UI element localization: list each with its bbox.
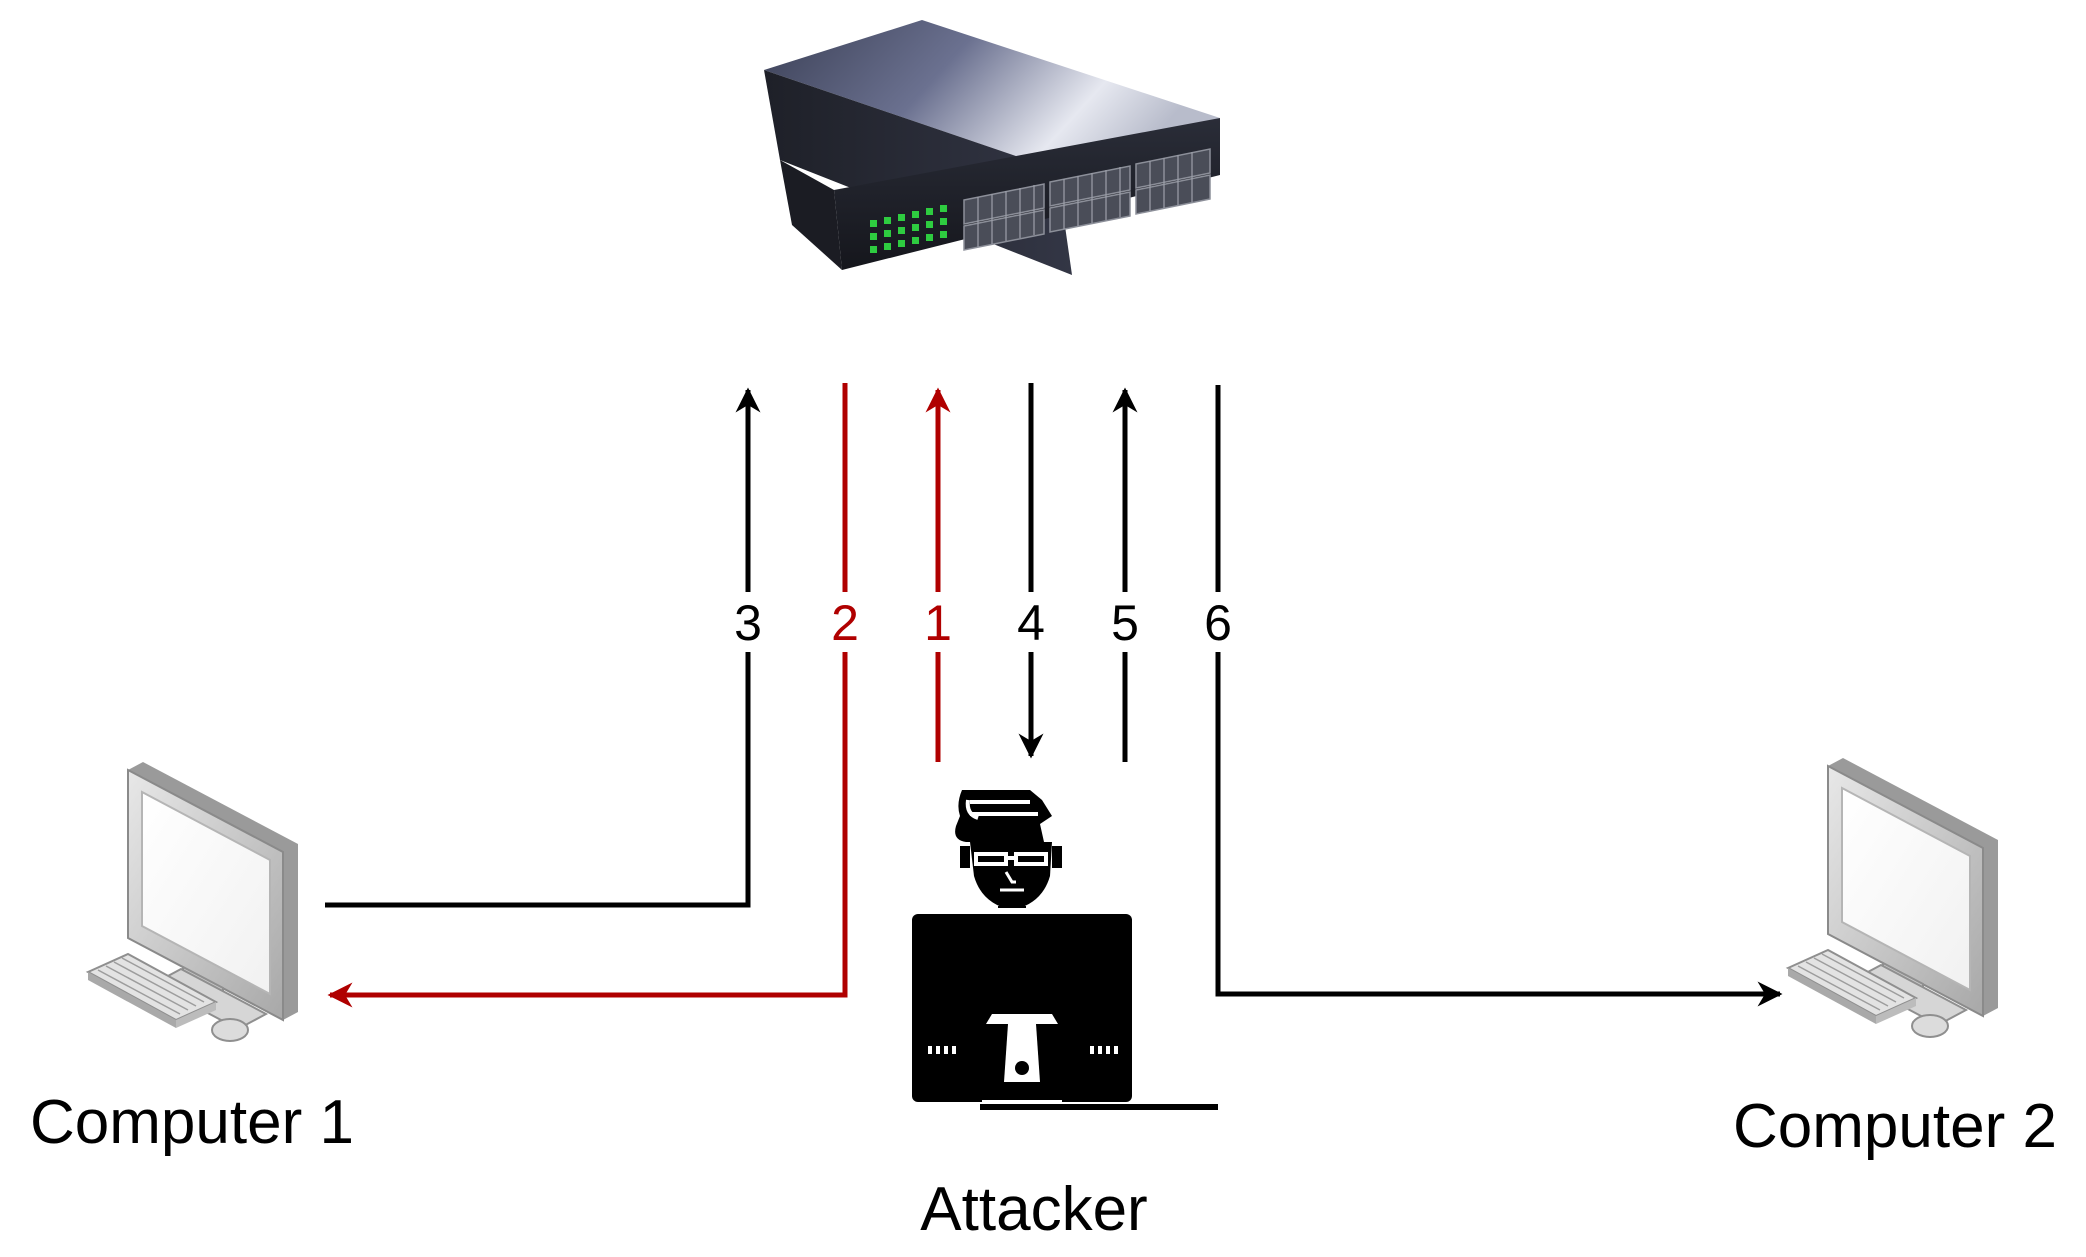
edge-1-label: 1 — [924, 595, 952, 651]
attacker-icon — [912, 790, 1218, 1110]
attacker-label: Attacker — [920, 1175, 1147, 1244]
network-switch-icon — [764, 20, 1220, 275]
edge-6-line — [1215, 385, 1783, 1007]
edge-3-label: 3 — [734, 595, 762, 651]
edge-2-label: 2 — [831, 595, 859, 651]
edge-4-label: 4 — [1017, 595, 1045, 651]
edge-6-label: 6 — [1204, 595, 1232, 651]
edge-2-line — [327, 383, 848, 1008]
computer-2-icon — [1787, 757, 1999, 1038]
edge-5-label: 5 — [1111, 595, 1139, 651]
computer-1-label: Computer 1 — [30, 1088, 354, 1157]
edges — [325, 383, 1783, 1008]
computer-2-label: Computer 2 — [1733, 1092, 2057, 1161]
computer-1-icon — [87, 761, 299, 1042]
edge-3-line — [325, 387, 761, 908]
